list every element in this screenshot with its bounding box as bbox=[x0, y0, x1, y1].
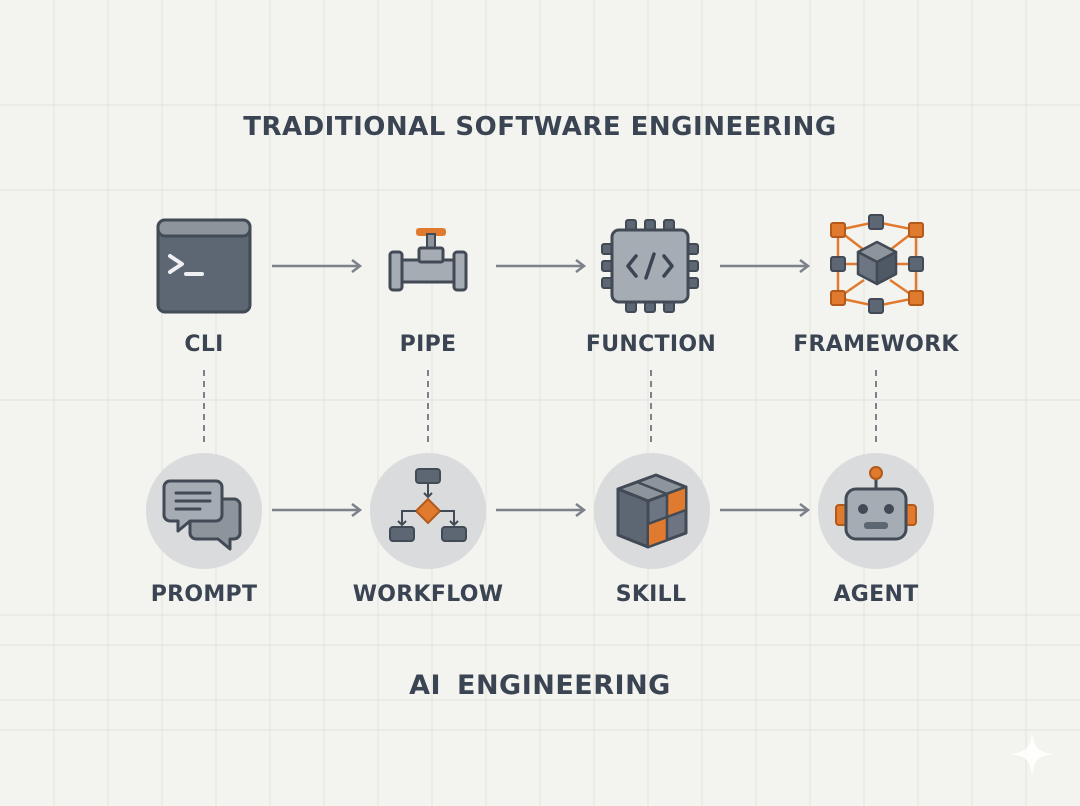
arrow-cli-to-pipe bbox=[272, 259, 363, 273]
terminal-icon bbox=[156, 218, 252, 314]
node-label-workflow: WORKFLOW bbox=[352, 582, 504, 607]
node-label-framework: FRAMEWORK bbox=[793, 332, 959, 357]
arrow-pipe-to-function bbox=[496, 259, 587, 273]
dashed-link-function-skill bbox=[650, 370, 652, 446]
chat-bubbles-icon bbox=[146, 453, 262, 569]
sparkle-icon bbox=[1010, 732, 1054, 776]
node-label-skill: SKILL bbox=[615, 582, 687, 607]
arrow-prompt-to-workflow bbox=[272, 503, 363, 517]
node-label-function: FUNCTION bbox=[585, 332, 717, 357]
dashed-link-cli-prompt bbox=[203, 370, 205, 446]
node-label-pipe: PIPE bbox=[399, 332, 457, 357]
traditional-title: TRADITIONAL SOFTWARE ENGINEERING bbox=[243, 112, 837, 142]
flowchart-icon bbox=[370, 453, 486, 569]
code-chip-icon bbox=[601, 219, 699, 313]
arrow-function-to-framework bbox=[720, 259, 811, 273]
ai-title: AI ENGINEERING bbox=[409, 670, 671, 701]
node-label-cli: CLI bbox=[184, 332, 224, 357]
arrow-skill-to-agent bbox=[720, 503, 811, 517]
skill-cube-icon bbox=[594, 453, 710, 569]
dashed-link-pipe-workflow bbox=[427, 370, 429, 446]
node-label-agent: AGENT bbox=[833, 582, 919, 607]
dashed-link-framework-agent bbox=[875, 370, 877, 446]
network-cube-icon bbox=[830, 214, 924, 314]
arrow-workflow-to-skill bbox=[496, 503, 587, 517]
pipe-valve-icon bbox=[388, 228, 468, 292]
robot-icon bbox=[818, 453, 934, 569]
node-label-prompt: PROMPT bbox=[150, 582, 258, 607]
